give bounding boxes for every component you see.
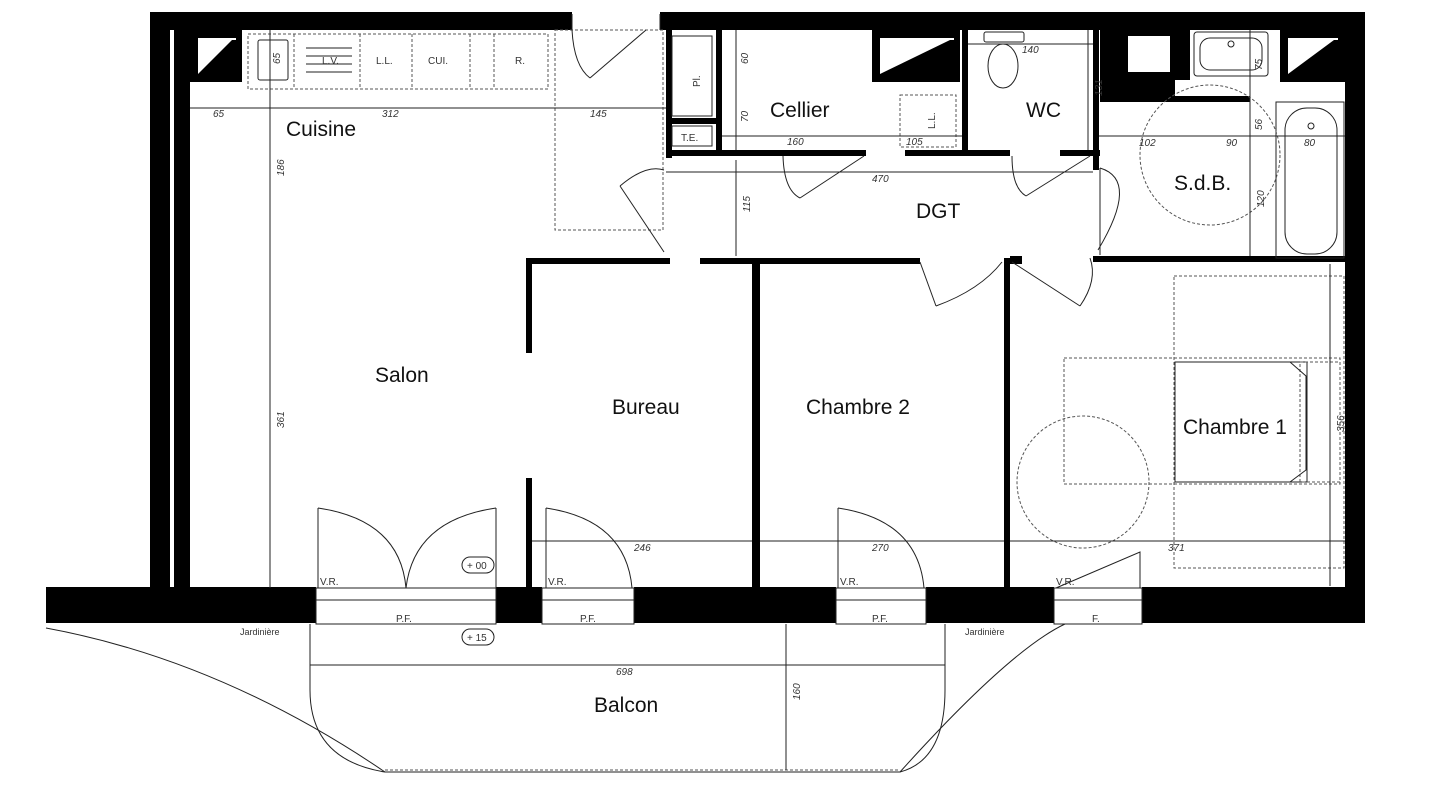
label-vr-1: V.R. xyxy=(320,577,339,588)
wardrobe-outline xyxy=(1173,275,1345,569)
dim-270: 270 xyxy=(871,543,889,554)
opening-labels: V.R. V.R. V.R. V.R. P.F. P.F. P.F. F. Ja… xyxy=(240,577,1100,637)
level-marker-balcony xyxy=(461,628,495,646)
room-wc: WC xyxy=(1026,99,1061,122)
room-sdb: S.d.B. xyxy=(1174,172,1231,195)
label-f: F. xyxy=(1092,614,1100,625)
dim-120: 120 xyxy=(1256,190,1267,207)
wall-bottom-1 xyxy=(46,587,316,623)
room-labels: Cuisine Cellier WC DGT S.d.B. Salon Bure… xyxy=(286,99,1287,717)
walls xyxy=(46,12,1365,623)
label-pf-1: P.F. xyxy=(396,614,412,625)
turning-circle-chambre1 xyxy=(1016,415,1150,549)
dim-131: 131 xyxy=(1094,79,1105,96)
room-dgt: DGT xyxy=(916,200,961,223)
fixture-r: R. xyxy=(515,56,525,67)
dim-102: 102 xyxy=(1139,138,1156,149)
wall-top-right xyxy=(660,12,1365,30)
bathtub-icon xyxy=(1275,101,1345,259)
dim-80: 80 xyxy=(1304,138,1316,149)
fixture-ll-cellier: L.L. xyxy=(927,112,938,129)
kitchen-fixtures: L.V. L.L. CUI. R. xyxy=(247,29,664,231)
dim-105: 105 xyxy=(906,137,923,148)
room-chambre1: Chambre 1 xyxy=(1183,416,1287,439)
label-jardiniere-right: Jardinière xyxy=(965,627,1005,637)
label-vr-2: V.R. xyxy=(548,577,567,588)
fixture-cui: CUI. xyxy=(428,56,448,67)
dim-75: 75 xyxy=(1254,58,1265,70)
room-balcon: Balcon xyxy=(594,694,658,717)
doors xyxy=(315,14,1143,625)
dim-65a: 65 xyxy=(213,109,225,120)
dim-70: 70 xyxy=(740,110,751,122)
label-vr-4: V.R. xyxy=(1056,577,1075,588)
dim-698: 698 xyxy=(616,667,633,678)
label-pf-3: P.F. xyxy=(872,614,888,625)
fixture-ll-kitchen: L.L. xyxy=(376,56,393,67)
dimension-lines xyxy=(190,30,1345,770)
turning-circle-sdb xyxy=(1139,84,1281,226)
room-cellier: Cellier xyxy=(770,99,830,122)
dim-356: 356 xyxy=(1336,415,1347,432)
dimension-labels: 65 65 312 145 186 361 60 70 160 105 115 … xyxy=(213,45,1347,700)
balcony-outline xyxy=(45,623,1066,773)
dim-140: 140 xyxy=(1022,45,1039,56)
dim-115: 115 xyxy=(742,196,753,212)
level-interior: + 00 xyxy=(467,561,487,572)
dim-361: 361 xyxy=(276,411,287,428)
room-salon: Salon xyxy=(375,364,429,387)
room-cuisine: Cuisine xyxy=(286,118,356,141)
dim-145: 145 xyxy=(590,109,607,120)
fixture-te: T.E. xyxy=(681,133,698,144)
dim-312: 312 xyxy=(382,109,399,120)
fixture-lv: L.V. xyxy=(322,56,339,67)
label-vr-3: V.R. xyxy=(840,577,859,588)
dim-246: 246 xyxy=(633,543,651,554)
bed xyxy=(1174,361,1308,483)
sink-icon xyxy=(257,39,289,81)
washbasin-icon xyxy=(1193,31,1269,77)
dim-65b: 65 xyxy=(272,52,283,64)
level-markers: + 00 + 15 xyxy=(461,556,495,646)
dim-470: 470 xyxy=(872,174,889,185)
bed-outline xyxy=(1063,357,1341,485)
room-bureau: Bureau xyxy=(612,396,680,419)
dim-160a: 160 xyxy=(787,137,804,148)
level-marker-interior xyxy=(461,556,495,574)
room-chambre2: Chambre 2 xyxy=(806,396,910,419)
level-balcony: + 15 xyxy=(467,633,487,644)
dim-90: 90 xyxy=(1226,138,1238,149)
wall-right xyxy=(1345,12,1365,612)
dim-56: 56 xyxy=(1254,118,1265,130)
dishwasher-icon xyxy=(306,47,352,73)
dim-60: 60 xyxy=(740,52,751,64)
dim-371: 371 xyxy=(1168,543,1185,554)
service-fixtures: Pl. T.E. L.L. xyxy=(671,31,1345,569)
label-pf-2: P.F. xyxy=(580,614,596,625)
label-jardiniere-left: Jardinière xyxy=(240,627,280,637)
toilet-icon xyxy=(983,31,1025,89)
wall-top-left xyxy=(150,12,572,30)
dim-160b: 160 xyxy=(792,683,803,700)
fixture-pl: Pl. xyxy=(692,75,703,87)
dim-186: 186 xyxy=(276,159,287,176)
